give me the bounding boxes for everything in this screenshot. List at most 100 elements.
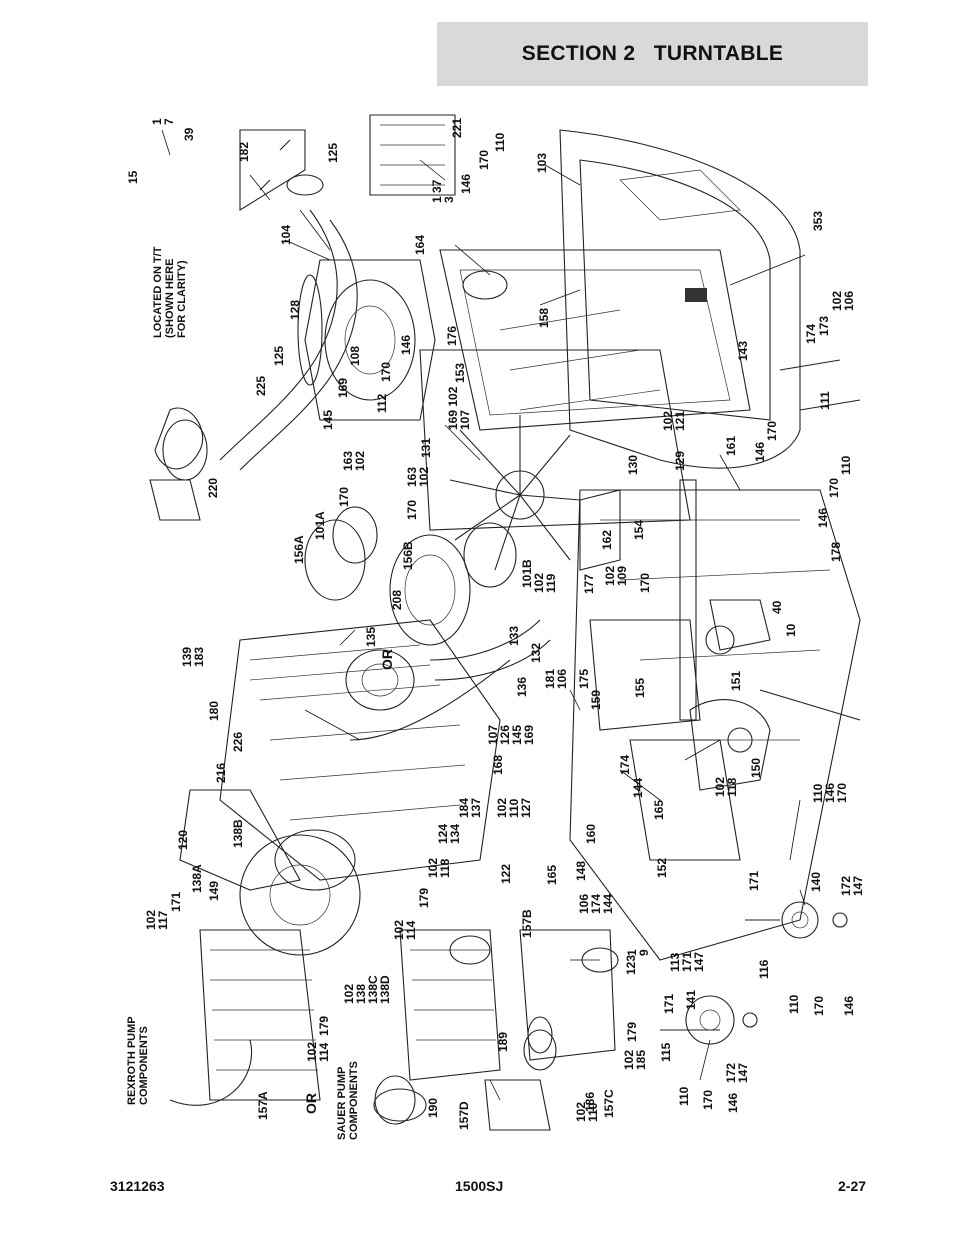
callout-216: 216 xyxy=(214,762,228,783)
callout-130: 130 xyxy=(626,454,640,475)
air-cleaner-group xyxy=(149,114,456,521)
callout-153: 153 xyxy=(453,362,467,383)
callout-172-147: 172 147 xyxy=(839,875,865,896)
callout-102-114: 102 114 xyxy=(392,919,418,940)
callout-132: 132 xyxy=(529,642,543,663)
callout-129: 129 xyxy=(673,450,687,471)
footer-page-number: 2-27 xyxy=(838,1178,867,1194)
callout-160: 160 xyxy=(584,823,598,844)
callout-143: 143 xyxy=(736,340,750,361)
callout-141: 141 xyxy=(684,989,698,1010)
callout-103: 103 xyxy=(535,152,549,173)
callout-150: 150 xyxy=(749,757,763,778)
callout-175: 175 xyxy=(577,668,591,689)
callout-170b: 170 xyxy=(379,361,393,382)
callout-139-183: 139 183 xyxy=(180,646,206,667)
callout-156a: 156A xyxy=(292,535,306,564)
callout-113-171-147: 113 171 147 xyxy=(668,951,706,972)
callout-163-102b: 163 102 xyxy=(405,466,431,487)
callout-131: 131 xyxy=(419,437,433,458)
callout-110: 110 xyxy=(493,132,507,152)
callout-173: 173 xyxy=(817,315,831,336)
callout-189: 189 xyxy=(496,1031,510,1052)
callout-146b: 146 xyxy=(399,334,413,355)
callout-1-7: 1 7 xyxy=(150,118,176,125)
callout-106-174-144: 106 174 144 xyxy=(577,893,615,914)
callout-171c: 171 xyxy=(662,993,676,1014)
callout-110c: 110 xyxy=(787,994,801,1014)
callout-136: 136 xyxy=(515,676,529,697)
callout-220: 220 xyxy=(206,477,220,498)
callout-182: 182 xyxy=(237,141,251,162)
callout-157a: 157A xyxy=(256,1091,270,1120)
callout-102-118: 102 118 xyxy=(713,776,739,797)
callout-174: 174 xyxy=(804,323,818,344)
callout-162: 162 xyxy=(600,529,614,550)
callout-174b: 174 xyxy=(618,754,632,775)
callout-124-134: 124 134 xyxy=(436,823,462,844)
callout-163-102: 163 102 xyxy=(341,450,367,471)
callout-120: 120 xyxy=(176,829,190,850)
callout-170g: 170 xyxy=(638,572,652,593)
hood-assembly xyxy=(419,129,801,531)
callout-146e: 146 xyxy=(842,995,856,1016)
engine-block xyxy=(219,619,551,881)
callout-165: 165 xyxy=(652,799,666,820)
callout-161: 161 xyxy=(724,435,738,456)
callout-170: 170 xyxy=(477,149,491,170)
callout-226: 226 xyxy=(231,731,245,752)
callout-1-9: 1 9 xyxy=(625,949,651,956)
callout-108: 108 xyxy=(348,345,362,366)
callout-146f: 146 xyxy=(726,1092,740,1113)
callout-149: 149 xyxy=(207,880,221,901)
fan-and-pulleys xyxy=(304,415,581,646)
note-located-on-turntable: LOCATED ON T/T (SHOWN HERE FOR CLARITY) xyxy=(152,246,188,338)
callout-170i: 170 xyxy=(701,1089,715,1110)
exploded-parts-diagram: LOCATED ON T/T (SHOWN HERE FOR CLARITY) … xyxy=(100,100,880,1140)
callout-102-114-179: 102 114 179 xyxy=(305,1015,331,1062)
note-or-rexroth-sauer: OR xyxy=(303,1093,319,1114)
callout-101a: 101A xyxy=(313,511,327,540)
callout-169: 169 xyxy=(336,377,350,398)
callout-102-110-127: 102 110 127 xyxy=(495,797,533,818)
callout-40: 40 xyxy=(770,600,784,614)
footer-doc-number: 3121263 xyxy=(110,1178,165,1194)
callout-164: 164 xyxy=(413,234,427,255)
callout-125b: 125 xyxy=(272,345,286,366)
callout-144: 144 xyxy=(631,777,645,798)
callout-154: 154 xyxy=(632,519,646,540)
callout-146c: 146 xyxy=(753,441,767,462)
callout-172-147b: 172 147 xyxy=(724,1062,750,1083)
callout-157c: 157C xyxy=(602,1089,616,1118)
callout-171: 171 xyxy=(747,870,761,891)
callout-152: 152 xyxy=(655,857,669,878)
callout-170h: 170 xyxy=(812,995,826,1016)
o-ring-190 xyxy=(373,1088,427,1122)
callout-102-185: 102 185 xyxy=(622,1049,648,1070)
callout-159: 159 xyxy=(589,689,603,710)
section-title: SECTION 2 TURNTABLE xyxy=(521,42,784,65)
callout-123: 123 xyxy=(624,954,638,975)
callout-110b: 110 xyxy=(839,455,853,475)
callout-170d: 170 xyxy=(827,477,841,498)
callout-353: 353 xyxy=(811,210,825,231)
callout-102-121: 102 121 xyxy=(661,410,687,431)
note-or-pulley: OR xyxy=(379,649,395,670)
callout-110d: 110 xyxy=(677,1086,691,1106)
callout-138a: 138A xyxy=(190,864,204,893)
callout-145: 145 xyxy=(321,409,335,430)
callout-179b: 179 xyxy=(625,1021,639,1042)
callout-181-106: 181 106 xyxy=(543,668,569,689)
callout-151: 151 xyxy=(729,670,743,691)
callout-176: 176 xyxy=(445,325,459,346)
callout-208: 208 xyxy=(390,589,404,610)
callout-15: 15 xyxy=(126,170,140,184)
callout-158: 158 xyxy=(537,307,551,328)
callout-107-126-145-169: 107 126 145 169 xyxy=(486,724,536,745)
callout-102-117: 102 117 xyxy=(144,909,170,930)
section-header-banner: SECTION 2 TURNTABLE xyxy=(437,22,868,86)
callout-102-138-138c-138d: 102 138 138C 138D xyxy=(342,975,392,1004)
callout-111: 111 xyxy=(818,391,832,410)
callout-102-109: 102 109 xyxy=(603,565,629,586)
callout-157d: 157D xyxy=(457,1101,471,1130)
